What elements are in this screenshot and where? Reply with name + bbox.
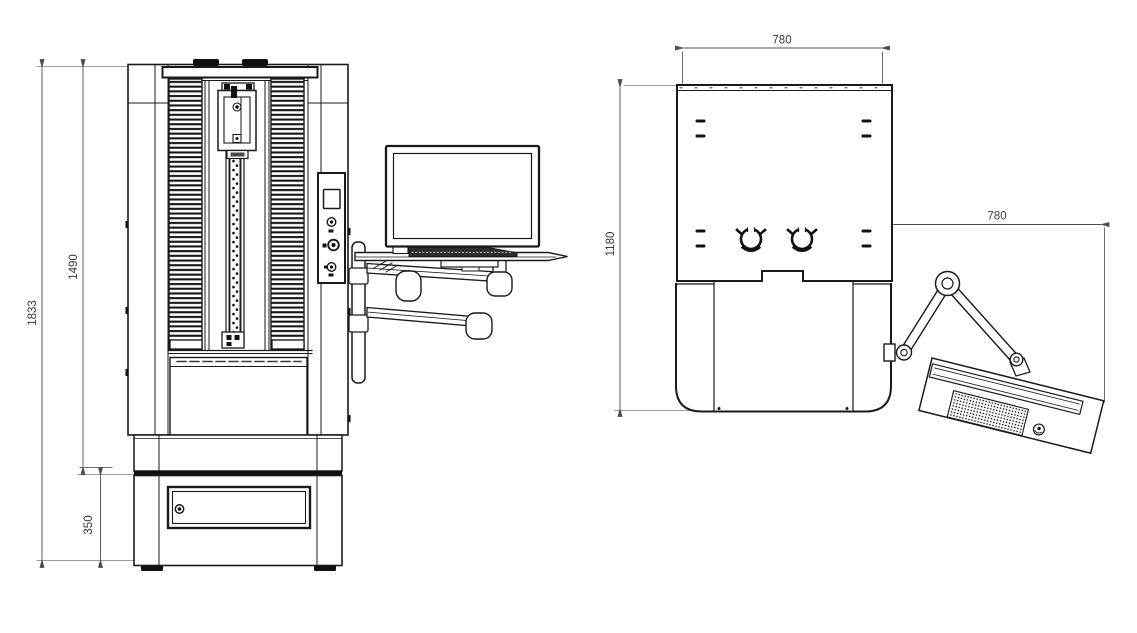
laptop-screen: [384, 144, 541, 248]
dim-label-body-depth: 1180: [605, 232, 617, 257]
machine-foot-left: [141, 565, 163, 571]
top-view-tray: [918, 357, 1105, 455]
dim-label-frame-height: 1490: [68, 254, 80, 280]
base-separator-band: [134, 471, 342, 476]
workbench: [169, 356, 308, 436]
column-bottom-caps: [169, 331, 305, 350]
mouse-icon: [1032, 423, 1045, 436]
dim-label-arm-reach: 780: [987, 211, 1006, 223]
column-collar-left: [735, 227, 767, 252]
top-view-arm: [883, 270, 1021, 364]
frame-hinge-nubs: [125, 221, 351, 422]
monitor-arm-post: [351, 241, 366, 384]
keyboard-hatch: [946, 390, 1030, 437]
control-panel: [317, 172, 346, 284]
arm-elbow-bracket: [395, 270, 422, 302]
laptop-station: [354, 144, 568, 273]
arm-base-bracket: [883, 343, 896, 362]
machine-foot-right: [314, 565, 336, 571]
lock-icon: [174, 504, 185, 514]
monitor-arm: [348, 241, 513, 384]
top-view-base: [675, 280, 892, 413]
front-view: 1833 1490 350: [27, 59, 568, 571]
tray-under-mount: [440, 259, 499, 268]
top-view: 780 1180 780: [605, 35, 1110, 455]
dim-label-base-height: 350: [83, 515, 95, 534]
front-dimension-lines: [39, 59, 103, 568]
control-knob-top: [326, 216, 337, 233]
guide-rails: [204, 80, 270, 351]
mounting-slots: [695, 119, 872, 248]
dim-label-total-height: 1833: [27, 300, 39, 326]
control-knob-bottom: [324, 262, 337, 277]
top-cap: [161, 59, 319, 81]
top-view-body: [676, 84, 893, 282]
base-cabinet: [133, 474, 343, 567]
emergency-stop-button: [322, 238, 340, 252]
display-screen: [322, 188, 341, 210]
arm-clamp-lower: [348, 314, 369, 333]
top-dimension-lines: [617, 45, 1110, 417]
right-bellows-column: [270, 78, 305, 351]
column-collar-right: [786, 227, 818, 252]
arm-wrist-bracket: [465, 312, 493, 340]
front-extension-lines: [36, 66, 141, 561]
left-bellows-column: [168, 78, 203, 351]
tray-hatch-marks: [373, 260, 399, 273]
crosshead: [217, 82, 257, 160]
dim-label-body-width: 780: [772, 35, 791, 47]
laptop-screen-edge: [928, 363, 1084, 416]
arm-tray-clamp: [1009, 352, 1031, 377]
monitor-arm-lower: [366, 306, 479, 328]
pedestal: [133, 434, 343, 472]
tray-end-bracket: [486, 271, 513, 297]
ball-screw-strip: [225, 149, 245, 347]
arm-clamp-upper: [348, 267, 369, 285]
